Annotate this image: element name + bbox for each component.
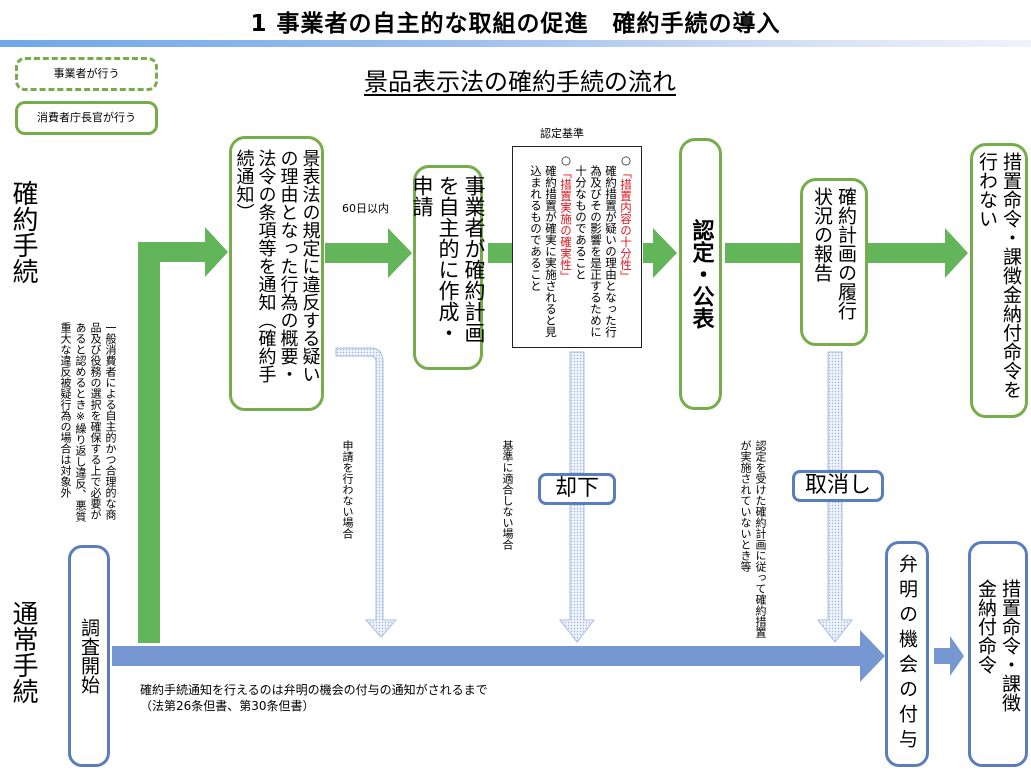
criteria-body-1: 確約措置が疑いの理由となった行為及びその影響を是正するために十分なものであること bbox=[574, 165, 618, 338]
green-arrow-report-to-no-order bbox=[868, 228, 968, 278]
legend-business: 事業者が行う bbox=[15, 57, 158, 91]
notice-box: 景表法の規定に違反する疑いの理由となった行為の概要・法令の条項等を通知（確約手続… bbox=[229, 136, 324, 411]
sixty-days-label: 60日以内 bbox=[342, 202, 389, 215]
dotted-arrow-no-application bbox=[335, 347, 398, 638]
notification-limit-line2: （法第26条但書、第30条但書） bbox=[140, 699, 315, 713]
no-order-text: 措置命令・課徴金納付命令を行わない bbox=[976, 152, 1022, 399]
approval-box: 認定・公表 bbox=[679, 138, 722, 410]
reject-tag: 却下 bbox=[538, 473, 616, 505]
notification-limit-note: 確約手続通知を行えるのは弁明の機会の付与の通知がされるまで （法第26条但書、第… bbox=[140, 682, 488, 714]
revoke-tag: 取消し bbox=[792, 470, 884, 502]
criteria-title-1: 「措置内容の十分性」 bbox=[619, 167, 633, 282]
criteria-body-2: 確約措置が確実に実施されると見込まれるものであること bbox=[529, 165, 558, 338]
notification-limit-line1: 確約手続通知を行えるのは弁明の機会の付与の通知がされるまで bbox=[140, 683, 488, 697]
criteria-label: 認定基準 bbox=[540, 127, 584, 140]
page-title: 1 事業者の自主的な取組の促進 確約手続の導入 bbox=[250, 11, 781, 37]
lane-label-commitment: 確約手続 bbox=[8, 180, 38, 284]
order-box: 措置命令・課徴金納付命令 bbox=[968, 541, 1028, 767]
blue-arrow-hearing-to-order bbox=[934, 636, 964, 676]
green-arrow-plan-to-criteria bbox=[488, 243, 514, 263]
no-order-box: 措置命令・課徴金納付命令を行わない bbox=[970, 143, 1028, 418]
hearing-box: 弁明の機会の付与 bbox=[885, 541, 929, 767]
plan-box: 事業者が確約計画を自主的に作成・申請 bbox=[410, 165, 486, 370]
investigation-text: 調査開始 bbox=[78, 618, 100, 694]
green-arrow-notice-to-plan bbox=[325, 228, 412, 278]
green-arrow-criteria-to-approval bbox=[643, 228, 677, 278]
header-gradient-bar bbox=[0, 40, 1031, 47]
criteria-box: ○「措置内容の十分性」 確約措置が疑いの理由となった行為及びその影響を是正するた… bbox=[512, 146, 642, 348]
hearing-text: 弁明の機会の付与 bbox=[896, 554, 918, 754]
notice-text: 景表法の規定に違反する疑いの理由となった行為の概要・法令の条項等を通知（確約手続… bbox=[233, 148, 321, 383]
plan-text: 事業者が確約計画を自主的に作成・申請 bbox=[410, 175, 486, 343]
condition-note: 一般消費者による自主的かつ合理的な商品及び役務の選択を確保する上で必要があると認… bbox=[59, 322, 117, 522]
not-implemented-note: 認定を受けた確約計画に従って確約措置が実施されていないとき等 bbox=[739, 440, 767, 638]
green-arrow-approval-to-report bbox=[725, 243, 800, 263]
lane-label-normal: 通常手続 bbox=[8, 600, 38, 704]
order-text: 措置命令・課徴金納付命令 bbox=[975, 579, 1021, 712]
legend-agency: 消費者庁長官が行う bbox=[15, 101, 158, 135]
criteria-title-2: 「措置実施の確実性」 bbox=[559, 167, 573, 282]
report-text: 確約計画の履行状況の報告 bbox=[811, 187, 857, 320]
green-l-arrow bbox=[138, 227, 228, 643]
not-meet-criteria-note: 基準に適合しない場合 bbox=[501, 440, 514, 550]
investigation-box: 調査開始 bbox=[68, 545, 110, 767]
no-application-note: 申請を行わない場合 bbox=[341, 440, 354, 539]
diagram-subtitle: 景品表示法の確約手続の流れ bbox=[364, 68, 676, 96]
criteria-mark-1: ○ bbox=[619, 153, 633, 167]
criteria-mark-2: ○ bbox=[559, 153, 573, 167]
approval-text: 認定・公表 bbox=[688, 219, 714, 329]
report-box: 確約計画の履行状況の報告 bbox=[800, 178, 868, 346]
blue-main-arrow bbox=[112, 630, 885, 682]
